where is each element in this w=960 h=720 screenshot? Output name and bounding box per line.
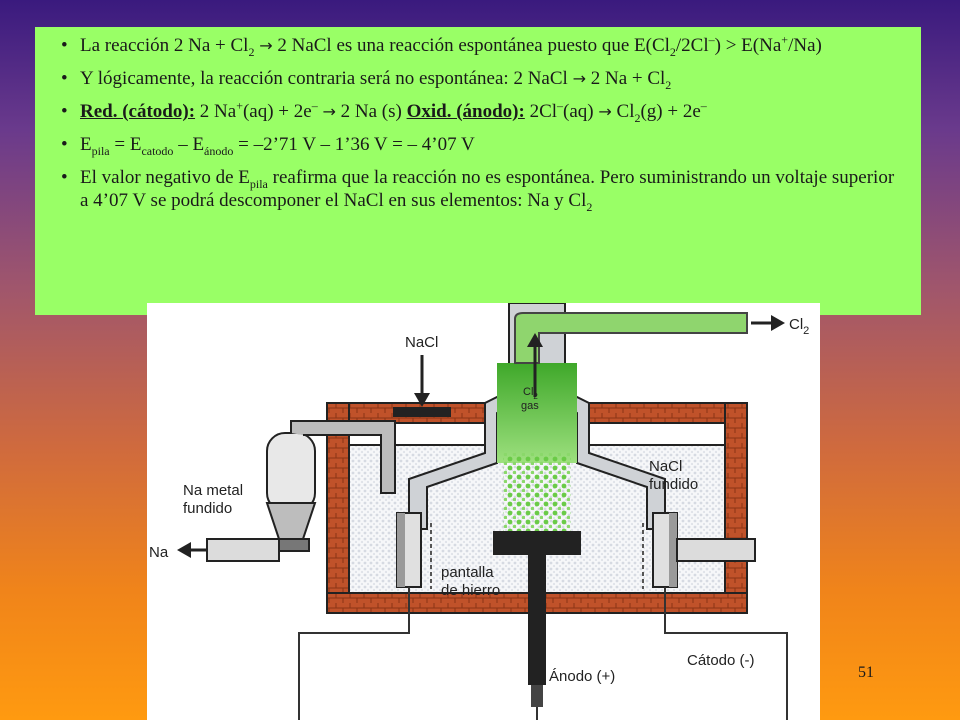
arrow-icon: → [572,69,586,88]
cl2-outlet-pipe [514,312,748,364]
label-nacl-in: NaCl [405,334,438,351]
cathode-right [652,512,678,588]
label-cl2-out: Cl2 [789,316,809,337]
bullet-half-reactions: • Red. (cátodo): 2 Na+(aq) + 2e– → 2 Na … [61,98,707,125]
page-number: 51 [858,664,874,681]
cl2-out-arrow [751,315,785,331]
label-gas: gas [521,400,539,412]
label-anodo: Ánodo (+) [549,668,615,685]
label-nacl-fundido-1: NaCl [649,458,682,475]
label-pantalla-1: pantalla [441,564,494,581]
reduction-label: Red. (cátodo): [80,101,196,122]
arrow-icon: → [322,102,336,121]
feed-hatch [393,407,451,417]
bullet-dot: • [61,35,68,56]
bullet-reaction-spontaneous: • La reacción 2 Na + Cl2 → 2 NaCl es una… [61,32,822,59]
bullet-dot: • [61,167,68,188]
arrow-icon: → [598,102,612,121]
label-nacl-fundido-2: fundido [649,476,698,493]
bullet-conclusion: • El valor negativo de Epila reafirma qu… [61,167,895,214]
cathode-left [396,512,422,588]
bullet-dot: • [61,101,68,122]
label-pantalla-2: de hierro [441,582,500,599]
circuit-wire [298,587,788,720]
text-panel: • La reacción 2 Na + Cl2 → 2 NaCl es una… [35,27,921,315]
label-catodo: Cátodo (-) [687,652,755,669]
cl2-gas-arrow [527,333,543,397]
label-na-fundido: fundido [183,500,232,517]
iron-screen [430,523,644,589]
bullet-reverse-reaction: • Y lógicamente, la reacción contraria s… [61,68,672,92]
nacl-feed-arrow [414,355,430,407]
cathode-outlet-pipe [676,538,756,562]
bullet-cell-potential: • Epila = Ecatodo – Eánodo = –2’71 V – 1… [61,134,475,158]
label-na-out: Na [149,544,169,561]
label-cl2-gas: Cl2 [523,386,538,401]
anode [493,531,581,707]
electrolysis-cell-diagram: NaCl Cl2 Cl2 gas Na metal fundido NaCl f… [147,303,820,720]
oxidation-label: Oxid. (ánodo): [406,101,525,122]
label-na-metal: Na metal [183,482,243,499]
na-out-arrow [177,542,207,558]
bullet-dot: • [61,134,68,155]
na-outlet-pipe [206,538,280,562]
sodium-collector [265,420,396,552]
bullet-dot: • [61,68,68,89]
arrow-icon: → [259,36,273,55]
